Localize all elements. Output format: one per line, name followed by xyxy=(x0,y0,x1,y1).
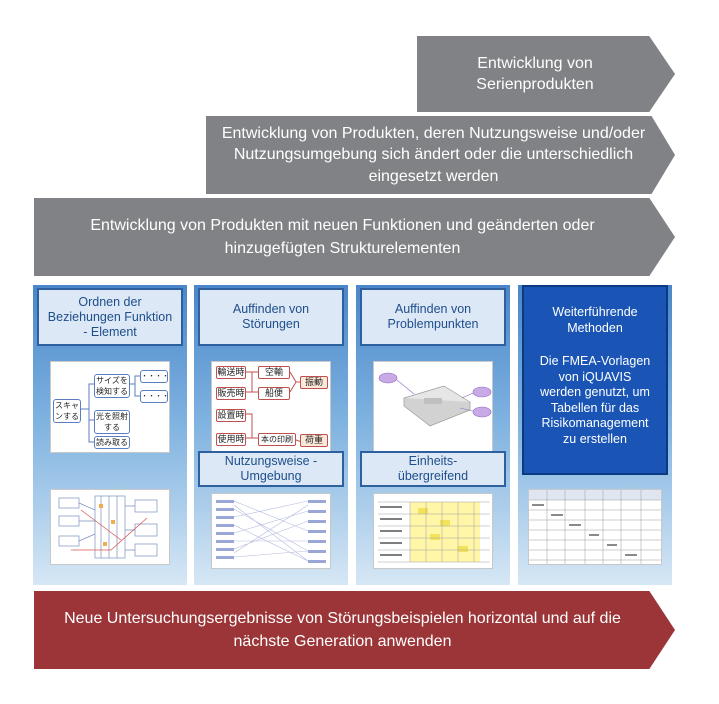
arrow-serial-products: Entwicklung von Serienprodukten xyxy=(417,36,675,112)
node-dots-1: ・・・・ xyxy=(140,370,169,383)
fault-map-lines xyxy=(246,371,303,443)
column-3-title: Auffinden von Problempunkten xyxy=(387,302,479,331)
node-scan: スキャンする xyxy=(53,399,81,423)
column-1-header: Ordnen der Beziehungen Funktion - Elemen… xyxy=(37,288,183,346)
column-3-subtitle: Einheits-übergreifend xyxy=(397,454,469,483)
block-diagram-thumbnail xyxy=(50,489,170,565)
product-sketch-thumbnail xyxy=(373,361,493,453)
fmea-table-graphic xyxy=(529,490,661,564)
node-dots-2: ・・・・ xyxy=(140,390,169,403)
arrow-new-functions-label: Entwicklung von Produkten mit neuen Funk… xyxy=(90,217,595,257)
column-2-title: Auffinden von Störungen xyxy=(232,302,310,331)
column-4-text: Die FMEA-Vorlagen von iQUAVIS werden gen… xyxy=(539,354,651,446)
fault-mid-air: 空輸 xyxy=(258,366,290,379)
fault-right-load: 荷重 xyxy=(300,434,328,447)
further-methods-box: Weiterführende Methoden Die FMEA-Vorlage… xyxy=(522,285,668,475)
arrow-usage-change-label: Entwicklung von Produkten, deren Nutzung… xyxy=(221,124,646,185)
column-3-subheader: Einheits-übergreifend xyxy=(360,451,506,487)
fault-item-use: 使用時 xyxy=(216,433,246,446)
column-1-title: Ordnen der Beziehungen Funktion - Elemen… xyxy=(47,294,173,339)
arrow-new-functions: Entwicklung von Produkten mit neuen Funk… xyxy=(34,198,675,276)
column-fault-finding: Auffinden von Störungen 輸送時 販売時 設置時 使用時 … xyxy=(194,285,348,585)
fault-map-thumbnail: 輸送時 販売時 設置時 使用時 空輸 船便 本の印刷 振動 荷重 xyxy=(211,361,331,453)
usage-matrix-thumbnail xyxy=(211,493,331,569)
block-diagram-graphic xyxy=(58,495,158,559)
arrow-apply-findings: Neue Untersuchungsergebnisse von Störung… xyxy=(34,591,675,669)
cross-unit-table-graphic xyxy=(378,501,490,563)
node-size-detect: サイズを検知する xyxy=(94,374,130,398)
arrow-usage-change: Entwicklung von Produkten, deren Nutzung… xyxy=(206,116,675,194)
column-2-subheader: Nutzungsweise - Umgebung xyxy=(198,451,344,487)
usage-matrix-graphic xyxy=(216,500,326,563)
fault-item-transport: 輸送時 xyxy=(216,366,246,379)
cross-unit-table-thumbnail xyxy=(373,493,493,569)
node-light: 光を照射する xyxy=(94,410,130,434)
function-tree-thumbnail: スキャンする サイズを検知する ・・・・ ・・・・ 光を照射する 読み取る xyxy=(50,361,170,453)
column-further-methods: Weiterführende Methoden Die FMEA-Vorlage… xyxy=(518,285,672,585)
product-sketch-graphic xyxy=(378,372,492,427)
column-function-element: Ordnen der Beziehungen Funktion - Elemen… xyxy=(33,285,187,585)
fault-mid-print: 本の印刷 xyxy=(258,433,296,446)
fmea-table-thumbnail xyxy=(528,489,662,565)
column-3-header: Auffinden von Problempunkten xyxy=(360,288,506,346)
column-2-subtitle: Nutzungsweise - Umgebung xyxy=(224,454,318,483)
fault-item-sales: 販売時 xyxy=(216,387,246,400)
function-tree-lines xyxy=(81,375,140,443)
column-problem-points: Auffinden von Problempunkten Einheits-üb… xyxy=(356,285,510,585)
fault-right-vibration: 振動 xyxy=(300,376,328,389)
node-read: 読み取る xyxy=(94,436,130,449)
column-4-title: Weiterführende Methoden xyxy=(552,305,638,335)
column-2-header: Auffinden von Störungen xyxy=(198,288,344,346)
fault-item-install: 設置時 xyxy=(216,409,246,422)
fault-mid-ship: 船便 xyxy=(258,387,290,400)
arrow-apply-findings-label: Neue Untersuchungsergebnisse von Störung… xyxy=(64,610,621,650)
arrow-serial-products-label: Entwicklung von Serienprodukten xyxy=(476,55,594,93)
